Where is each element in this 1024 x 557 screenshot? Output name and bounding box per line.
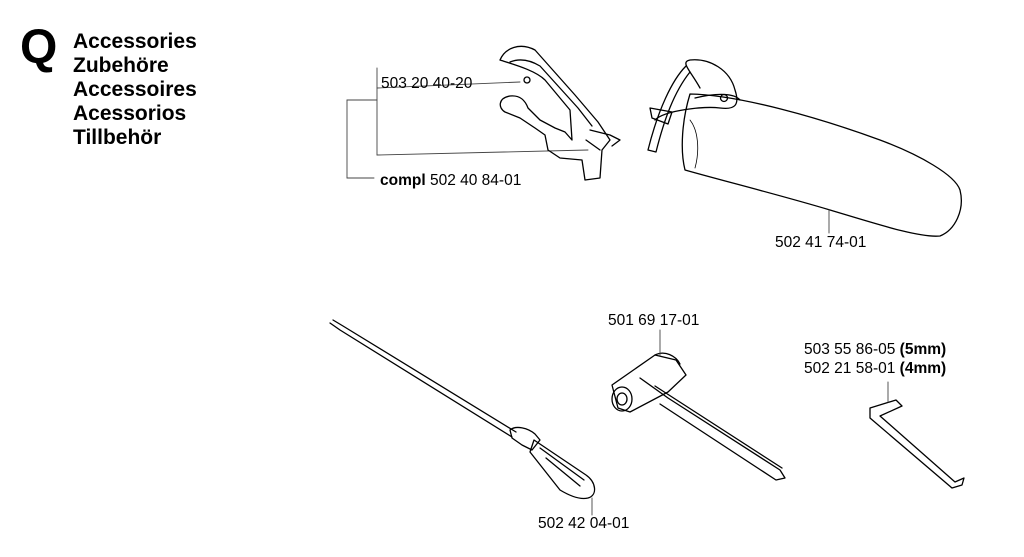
hex-key-drawing — [869, 381, 965, 489]
bag-part-number: 502 41 74-01 — [775, 234, 867, 251]
compl-prefix: compl — [380, 172, 426, 189]
combi-wrench-drawing — [611, 329, 786, 481]
hex-key-4mm-size: (4mm) — [899, 360, 947, 377]
bag-drawing — [647, 59, 962, 237]
guard-drawing — [499, 45, 621, 181]
combi-wrench-part-number: 501 69 17-01 — [608, 312, 700, 329]
hex-key-5mm-size: (5mm) — [899, 341, 947, 358]
hex-key-4mm-label: 502 21 58-01 (4mm) — [804, 361, 946, 377]
screwdriver-part-number: 502 42 04-01 — [538, 515, 630, 532]
title-sv: Tillbehör — [73, 126, 162, 149]
title-en: Accessories — [73, 30, 197, 53]
title-fr: Accessoires — [73, 78, 197, 101]
section-titles: Accessories Zubehöre Accessoires Acessor… — [73, 30, 197, 150]
title-de: Zubehöre — [73, 54, 169, 77]
hex-key-4mm-part-number: 502 21 58-01 — [804, 360, 896, 377]
hex-key-5mm-part-number: 503 55 86-05 — [804, 341, 896, 358]
guard-plate-part-number: 503 20 40-20 — [381, 75, 473, 92]
guard-leader-lines — [346, 67, 589, 179]
title-pt: Acessorios — [73, 102, 187, 125]
guard-compl-label: compl 502 40 84-01 — [380, 173, 521, 189]
hex-key-5mm-label: 503 55 86-05 (5mm) — [804, 342, 946, 358]
section-letter: Q — [20, 21, 58, 74]
guard-compl-part-number: 502 40 84-01 — [429, 172, 522, 189]
screwdriver-drawing — [329, 319, 596, 516]
